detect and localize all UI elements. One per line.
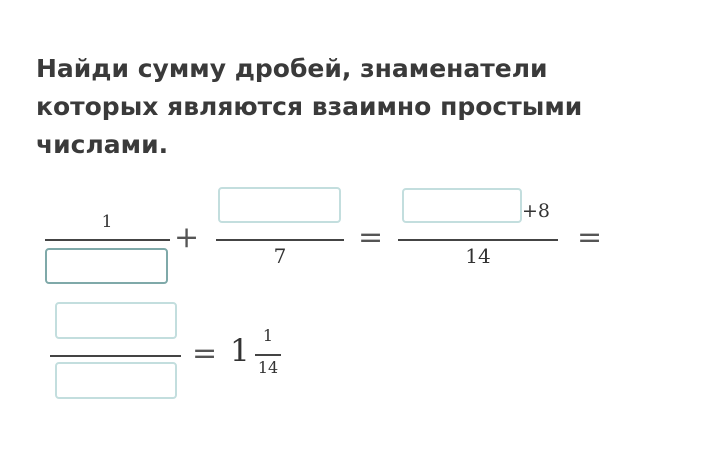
fraction-bar [255,354,281,356]
result-numerator-input[interactable] [55,302,177,339]
frac2-denominator: 7 [273,244,287,268]
fraction-bar [216,239,344,241]
frac1-denominator-input[interactable] [45,248,168,284]
fraction-bar [50,355,181,357]
frac3-numerator-suffix: +8 [522,200,551,222]
result-denominator: 14 [257,358,279,377]
equals-sign: = [192,336,218,371]
frac1-numerator: 1 [101,212,113,232]
title-line: Найди сумму дробей, знаменатели [36,54,548,83]
equals-sign: = [577,220,603,255]
result-denominator-input[interactable] [55,362,177,399]
fraction-bar [398,239,558,241]
frac2-numerator-input[interactable] [218,187,341,223]
frac3-denominator: 14 [465,244,491,268]
fraction-bar [45,239,170,241]
task-title: Найди сумму дробей, знаменатели которых … [36,50,676,164]
plus-sign: + [174,220,200,255]
equals-sign: = [358,220,384,255]
result-numerator: 1 [262,326,274,345]
title-line: числами. [36,130,169,159]
result-whole: 1 [230,333,250,369]
frac3-numerator-input[interactable] [402,188,522,223]
title-line: которых являются взаимно простыми [36,92,583,121]
